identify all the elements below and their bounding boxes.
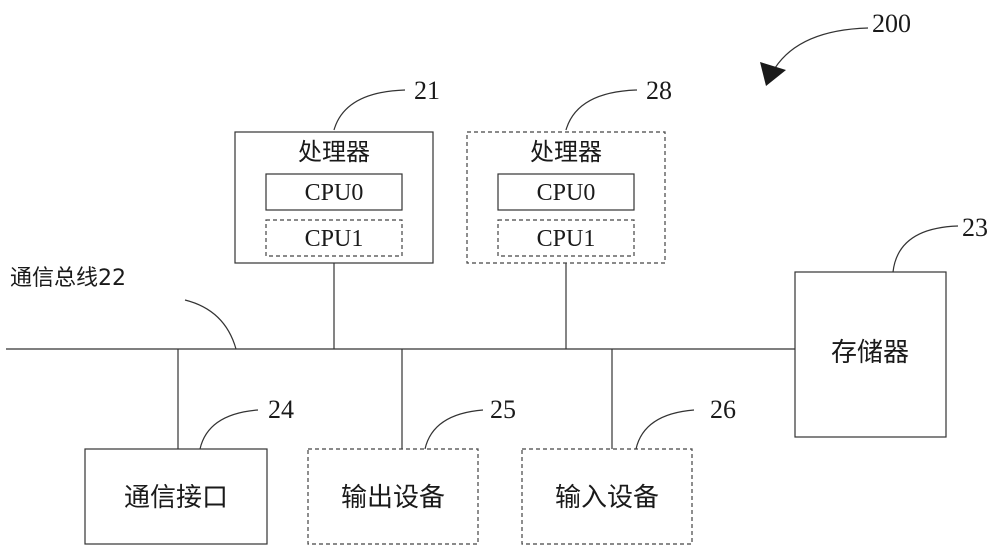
- processor-28-ref: 28: [646, 76, 672, 105]
- memory-leader-line: [892, 225, 959, 273]
- comm-interface-leader-line: [199, 409, 259, 450]
- input-device-ref: 26: [710, 395, 736, 424]
- input-device-box: [521, 448, 693, 545]
- output-device-ref: 25: [490, 395, 516, 424]
- processor-28-cpu0-label: CPU0: [537, 180, 596, 206]
- figure-ref-label: 200: [872, 9, 911, 38]
- processor-21-cpu1-label: CPU1: [305, 226, 364, 252]
- input-device-label: 输入设备: [555, 483, 659, 513]
- processor-28-leader-line: [565, 89, 638, 131]
- processor-21-cpu0-label: CPU0: [305, 180, 364, 206]
- comm-interface-box: [84, 448, 268, 545]
- memory-label: 存储器: [831, 338, 909, 368]
- figure-ref-arrow: [774, 27, 869, 69]
- processor-28-title: 处理器: [530, 138, 602, 166]
- bus-label: 通信总线22: [10, 266, 126, 291]
- input-device-leader-line: [635, 409, 695, 450]
- comm-interface-label: 通信接口: [124, 483, 228, 513]
- processor-28-cpu0-box: [497, 173, 635, 211]
- memory-box: [794, 271, 947, 438]
- comm-interface-ref: 24: [268, 395, 294, 424]
- output-device-leader-line: [424, 409, 484, 450]
- processor-21-title: 处理器: [298, 138, 370, 166]
- memory-ref: 23: [962, 213, 988, 242]
- processor-21-leader-line: [333, 89, 406, 131]
- output-device-label: 输出设备: [341, 483, 445, 513]
- output-device-box: [307, 448, 479, 545]
- bus-leader-line: [184, 299, 237, 350]
- processor-21-ref: 21: [414, 76, 440, 105]
- figure-ref-arrowhead: [760, 62, 786, 86]
- processor-28-cpu1-label: CPU1: [537, 226, 596, 252]
- processor-28-cpu1-box: [497, 219, 635, 257]
- processor-21-cpu0-box: [265, 173, 403, 211]
- processor-21-cpu1-box: [265, 219, 403, 257]
